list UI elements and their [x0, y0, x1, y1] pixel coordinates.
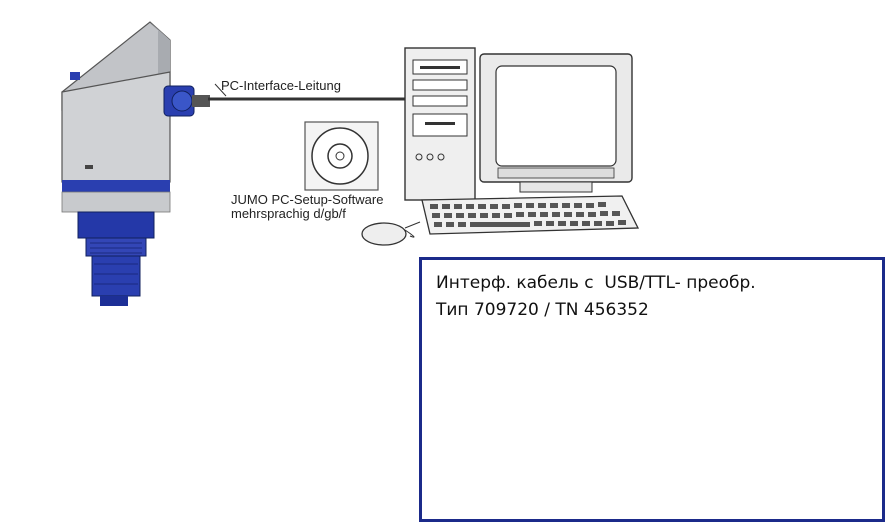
usb-cable-caption-line2: Тип 709720 / TN 456352: [436, 300, 649, 320]
pc-tower: [404, 47, 476, 201]
software-label-line2: mehrsprachig d/gb/f: [231, 206, 346, 221]
pc-mouse: [361, 221, 421, 246]
interface-cable-label: PC-Interface-Leitung: [221, 78, 341, 93]
usb-cable-caption: Интерф. кабель с USB/TTL- преобр. Тип 709…: [436, 270, 756, 324]
transmitter-device: [61, 21, 210, 306]
pc-monitor: [479, 53, 633, 193]
pc-keyboard: [421, 195, 640, 235]
usb-cable-info-box: Интерф. кабель с USB/TTL- преобр. Тип 709…: [419, 257, 885, 522]
cd-software-icon: [304, 121, 379, 191]
software-label: JUMO PC-Setup-Software mehrsprachig d/gb…: [231, 193, 383, 221]
software-label-line1: JUMO PC-Setup-Software: [231, 192, 384, 207]
usb-cable-caption-line1: Интерф. кабель с USB/TTL- преобр.: [436, 273, 756, 293]
